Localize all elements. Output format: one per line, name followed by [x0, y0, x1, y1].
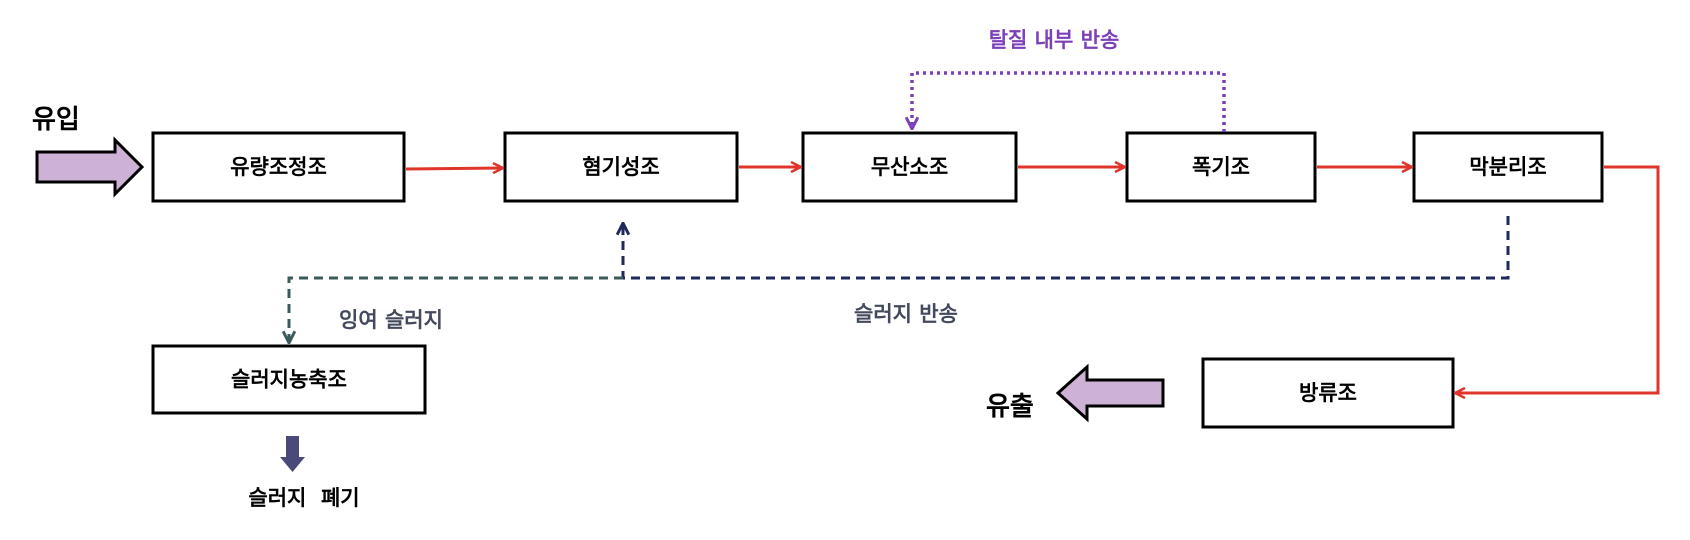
unit-anaerobic-label: 혐기성조: [582, 155, 659, 179]
unit-membrane-label: 막분리조: [1469, 155, 1546, 179]
excess-sludge-label: 잉여 슬러지: [339, 308, 443, 332]
unit-thickener: 슬러지농축조: [151, 344, 427, 415]
flow-arrow-eq-to-anaerobic: [405, 168, 503, 169]
disposal-arrow: [280, 436, 305, 472]
internal-return-line: [912, 71, 1226, 132]
excess-sludge-line: [289, 276, 623, 343]
unit-aerobic-label: 폭기조: [1192, 155, 1250, 179]
unit-anoxic: 무산소조: [801, 131, 1018, 203]
sludge-return-line: [623, 216, 1510, 280]
unit-eq-tank-label: 유량조정조: [230, 155, 327, 179]
unit-thickener-label: 슬러지농축조: [231, 368, 347, 392]
unit-discharge: 방류조: [1201, 357, 1455, 429]
flow-arrow-membrane-to-discharge: [1455, 165, 1660, 393]
internal-return-label: 탈질 내부 반송: [989, 28, 1120, 52]
unit-aerobic: 폭기조: [1125, 131, 1317, 203]
outflow-label: 유출: [986, 392, 1034, 422]
disposal-label: 슬러지 폐기: [248, 486, 359, 510]
unit-eq-tank: 유량조정조: [151, 131, 406, 203]
unit-anaerobic: 혐기성조: [503, 131, 739, 203]
unit-anoxic-label: 무산소조: [871, 155, 948, 179]
inflow-label: 유입: [32, 105, 80, 135]
outflow-arrow: [1055, 363, 1165, 423]
unit-membrane: 막분리조: [1412, 131, 1604, 203]
unit-discharge-label: 방류조: [1299, 381, 1357, 405]
inflow-arrow: [35, 136, 145, 198]
sludge-return-label: 슬러지 반송: [854, 302, 958, 326]
